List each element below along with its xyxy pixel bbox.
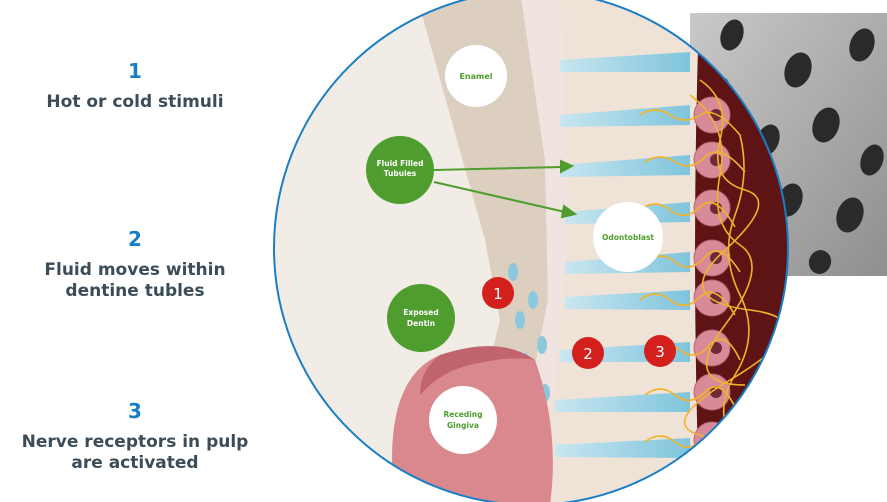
enamel-label: Enamel — [445, 45, 507, 107]
receding-gingiva-line2: Gingiva — [447, 421, 479, 430]
marker-3: 3 — [644, 335, 676, 367]
marker-2-text: 2 — [583, 345, 593, 363]
fluid-filled-line1: Fluid Filled — [377, 159, 424, 168]
exposed-dentin-line1: Exposed — [403, 308, 438, 317]
marker-1: 1 — [482, 277, 514, 309]
exposed-dentin-label: Exposed Dentin — [387, 284, 455, 352]
odontoblast-label-text: Odontoblast — [602, 233, 654, 242]
fluid-filled-tubules-label: Fluid Filled Tubules — [366, 136, 434, 204]
exposed-dentin-line2: Dentin — [407, 319, 435, 328]
receding-gingiva-label: Receding Gingiva — [429, 386, 497, 454]
receding-gingiva-line1: Receding — [443, 410, 482, 419]
odontoblast-label: Odontoblast — [593, 202, 663, 272]
marker-2: 2 — [572, 337, 604, 369]
enamel-label-text: Enamel — [459, 72, 492, 81]
marker-3-text: 3 — [655, 343, 665, 361]
marker-1-text: 1 — [493, 285, 503, 303]
fluid-filled-line2: Tubules — [384, 169, 417, 178]
